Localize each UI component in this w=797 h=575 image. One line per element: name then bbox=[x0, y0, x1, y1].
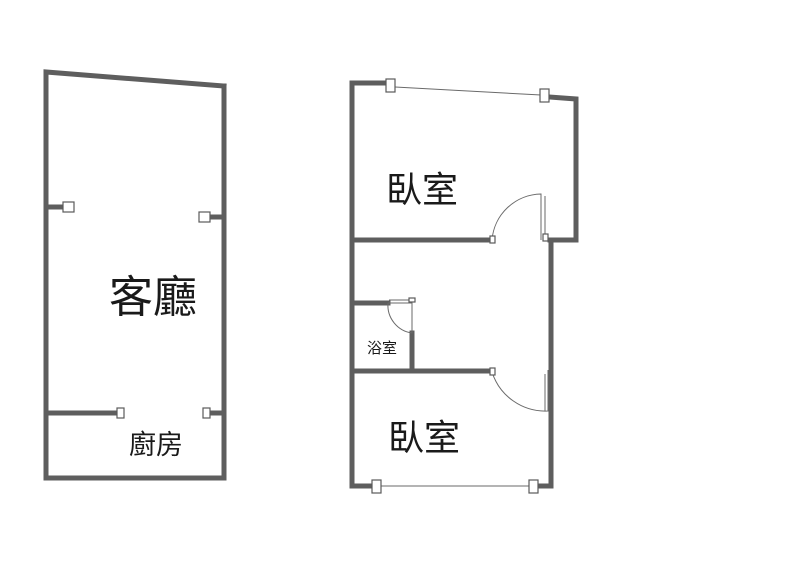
bedroom-bottom-door bbox=[489, 367, 549, 412]
right-unit-top-right-wall bbox=[546, 94, 579, 243]
window-marker bbox=[539, 88, 550, 103]
top-window-line bbox=[394, 86, 542, 96]
right-unit-top-left-wall bbox=[349, 80, 389, 489]
door-marker bbox=[202, 407, 211, 419]
left-unit: 客廳 廚房 bbox=[43, 69, 227, 481]
bedroom-bottom-label: 臥室 bbox=[388, 418, 460, 459]
left-unit-outer-wall bbox=[43, 69, 227, 481]
window-marker bbox=[385, 78, 396, 93]
window-marker bbox=[528, 479, 539, 494]
kitchen-label: 廚房 bbox=[129, 430, 183, 461]
bedroom-top-door bbox=[489, 193, 549, 244]
window-marker bbox=[62, 201, 75, 213]
window-marker bbox=[371, 479, 382, 494]
bathroom-label: 浴室 bbox=[367, 339, 397, 357]
door-marker bbox=[116, 407, 125, 419]
bedroom-top-label: 臥室 bbox=[386, 170, 458, 211]
bathroom-door bbox=[387, 297, 416, 334]
living-room-label: 客廳 bbox=[109, 272, 197, 323]
right-unit-east-wall bbox=[535, 237, 554, 489]
window-marker bbox=[198, 211, 211, 223]
right-unit: 臥室 浴室 臥室 bbox=[349, 78, 579, 494]
